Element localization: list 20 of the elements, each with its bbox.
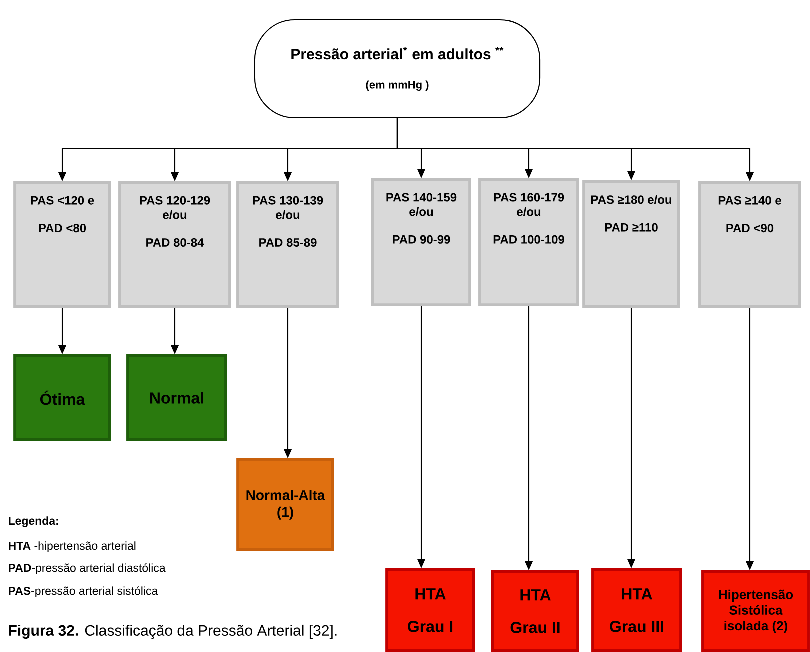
category-box: Hipertensão Sistólica isolada (2) [702,570,810,652]
category-box: Normal-Alta (1) [236,458,334,552]
category-box: HTA Grau I [386,568,476,652]
legend-text: PAS-pressão arterial sistólica [9,586,158,598]
criteria-box: PAS 130-139 e/ou PAD 85-89 [236,182,340,308]
caption: Figura 32. Classificação da Pressão Arterial [32]. [9,624,337,640]
category-box: HTA Grau II [492,570,580,652]
category-box: HTA Grau III [592,568,682,652]
legend-text: PAD-pressão arterial diastólica [9,564,166,574]
criteria-box: PAS 160-179 e/ou PAD 100-109 [478,178,580,306]
criteria-box: PAS 140-159 e/ou PAD 90-99 [372,178,472,306]
criteria-box: PAS <120 e PAD <80 [14,182,112,308]
criteria-box: PAS 120-129 e/ou PAD 80-84 [118,182,232,308]
criteria-box: PAS ≥140 e PAD <90 [698,182,802,308]
legend-text: HTA -hipertensão arterial [9,542,136,552]
category-box: Normal [126,354,228,442]
legend-text: Legenda: [9,516,58,528]
rounded-box: Pressão arterial$^{*}$ em adultos $^{**}$ (em mmHg ) [254,19,541,119]
criteria-box: PAS ≥180 e/ou PAD ≥110 [582,180,680,308]
category-box: Ótima [14,354,112,442]
